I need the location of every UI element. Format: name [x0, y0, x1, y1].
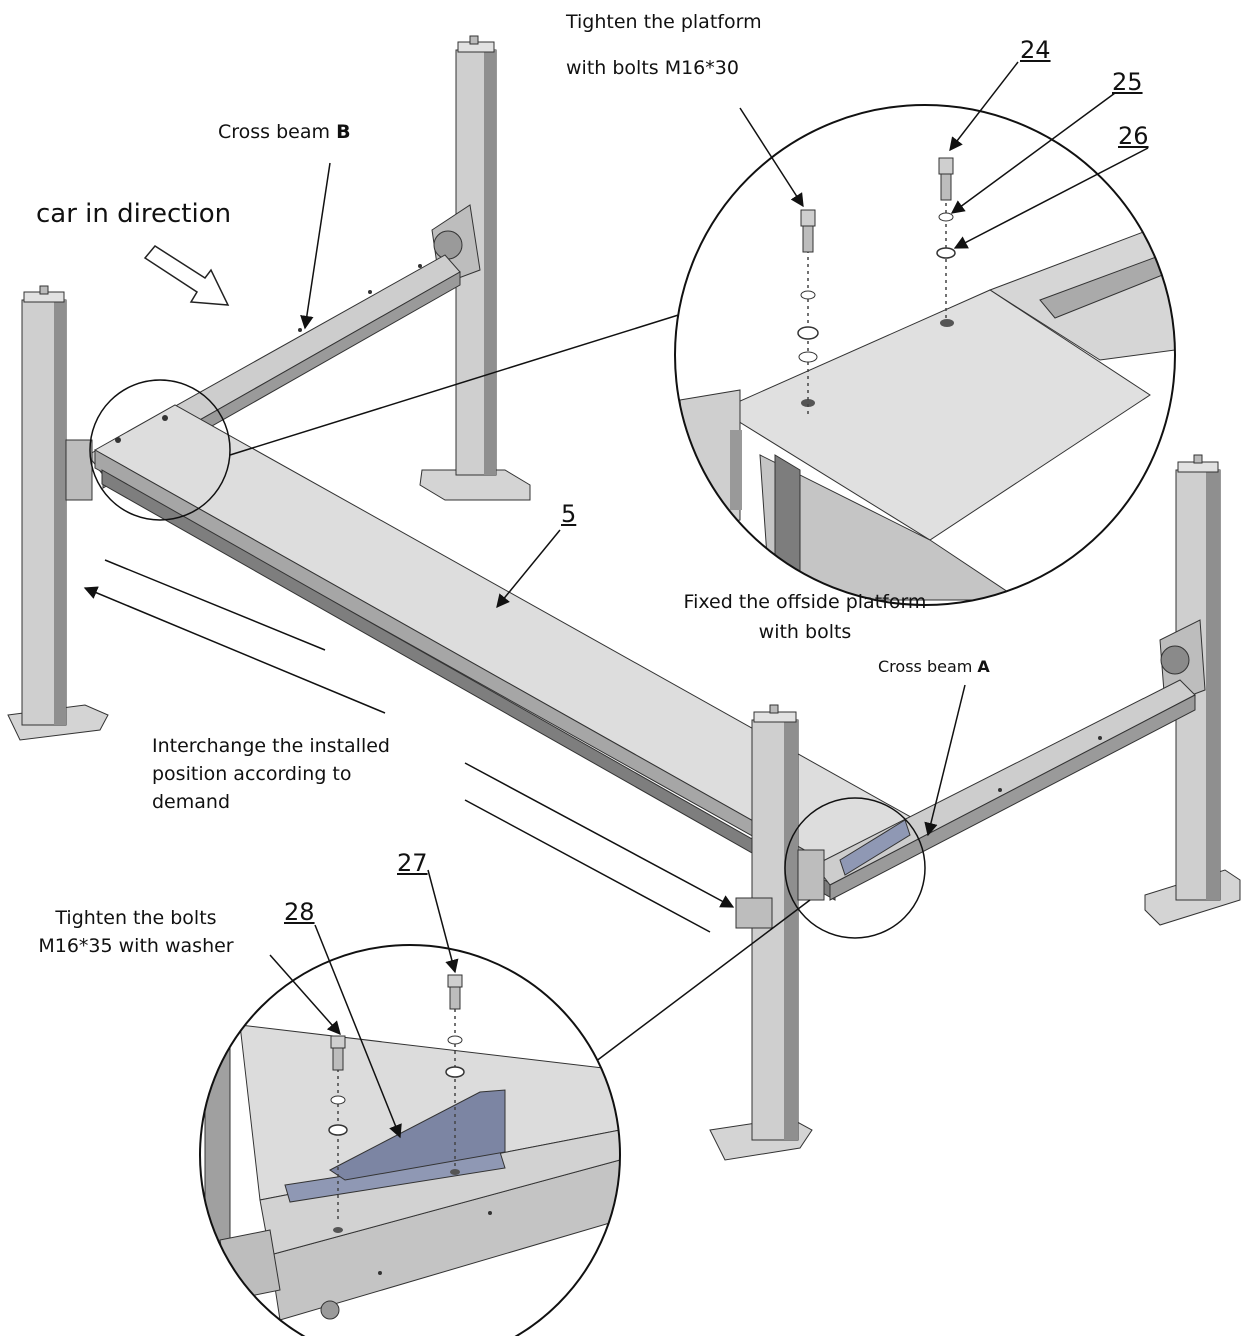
connector-line-bottom [594, 899, 811, 1063]
label-cross-beam-b: Cross beam B [218, 120, 351, 145]
bolt-stack-bottom-right [445, 974, 465, 1175]
part-number-26: 26 [1118, 122, 1149, 150]
post-rear [419, 35, 531, 501]
detail-circle-bracket-bolts [784, 797, 926, 939]
connector-line-top [229, 311, 689, 456]
label-car-direction: car in direction [36, 199, 232, 229]
leader-interchange-down [464, 762, 735, 908]
post-front-left [7, 285, 109, 741]
label-fixed-offside-line2: with bolts [758, 621, 852, 643]
platform-runway [93, 404, 927, 901]
car-direction-arrow [143, 245, 230, 306]
label-fixed-offside-line1: Fixed the offside platform [683, 591, 927, 613]
leader-interchange-down-tail [464, 799, 711, 933]
part-number-28: 28 [284, 898, 315, 926]
leader-24 [949, 61, 1019, 152]
leader-5 [496, 529, 561, 609]
leader-27 [427, 869, 459, 974]
label-interchange-line1: Interchange the installed [152, 735, 390, 757]
label-cross-beam-a: Cross beam A [878, 657, 990, 677]
leader-28 [314, 924, 402, 1139]
label-tighten-bolts-line1: Tighten the bolts [55, 907, 217, 929]
label-cross-beam-a-letter: A [977, 657, 990, 676]
label-cross-beam-a-text: Cross beam [878, 657, 978, 676]
label-interchange-line3: demand [152, 791, 231, 813]
leader-interchange-up [83, 586, 386, 714]
bolt-stack-bottom-left [328, 1035, 348, 1233]
post-right [1144, 454, 1241, 926]
bolt-stack-right [936, 157, 956, 320]
detail-circle-platform-bolts [89, 379, 231, 521]
leader-tighten-bolts [269, 954, 341, 1036]
leader-arrows [83, 61, 1149, 1139]
part-number-25: 25 [1112, 68, 1143, 96]
leader-interchange-up-tail [104, 559, 326, 651]
post-front-middle [709, 704, 825, 1161]
label-interchange-line2: position according to [152, 763, 352, 785]
label-cross-beam-b-letter: B [336, 121, 351, 143]
cross-beam-a [814, 679, 1196, 901]
part-number-5: 5 [561, 500, 577, 528]
part-number-27: 27 [397, 849, 428, 877]
label-tighten-platform-line2: with bolts M16*30 [566, 57, 739, 79]
leader-cross-beam-b [300, 162, 331, 330]
detail-view-bottom [199, 944, 621, 1336]
label-tighten-bolts-line2: M16*35 with washer [38, 935, 234, 957]
leader-tighten-platform [739, 107, 804, 208]
bolt-stack-left [797, 209, 819, 418]
label-cross-beam-b-text: Cross beam [218, 121, 337, 143]
leader-26 [953, 147, 1149, 249]
leader-25 [950, 92, 1116, 214]
label-tighten-platform-line1: Tighten the platform [566, 11, 762, 33]
part-number-24: 24 [1020, 36, 1051, 64]
leader-cross-beam-a [924, 684, 966, 837]
detail-view-top [674, 104, 1176, 606]
